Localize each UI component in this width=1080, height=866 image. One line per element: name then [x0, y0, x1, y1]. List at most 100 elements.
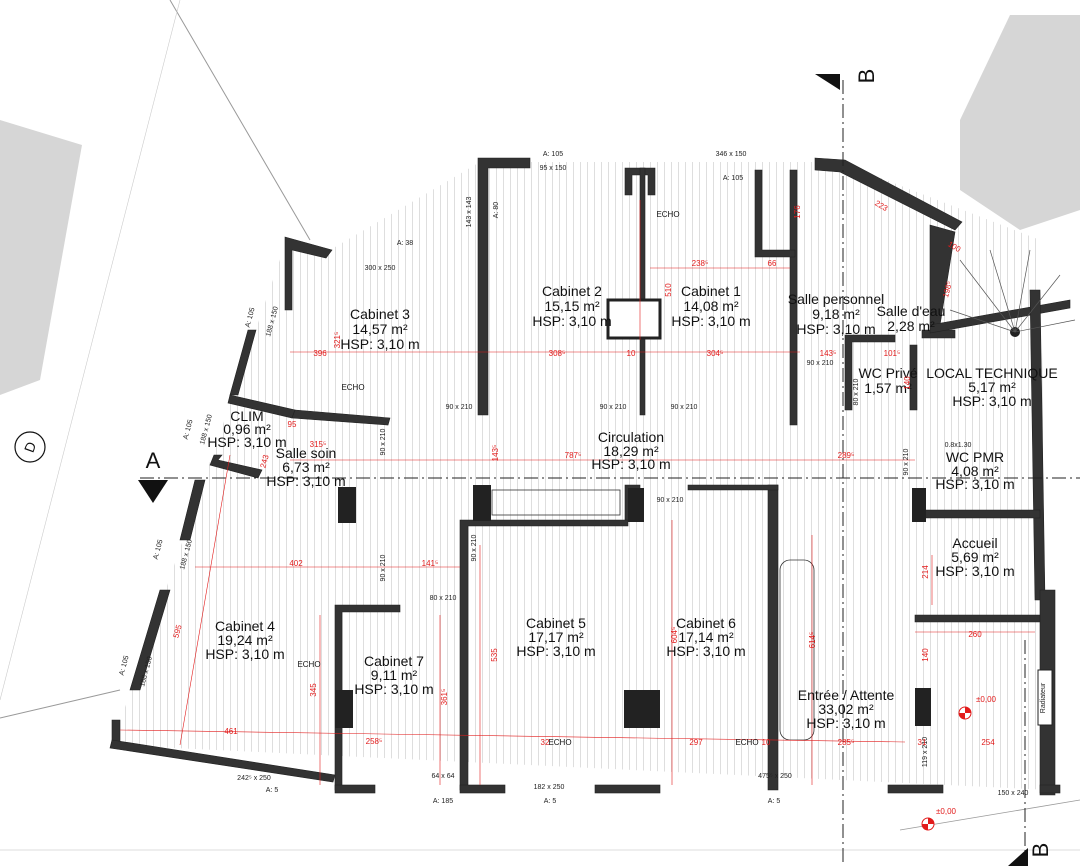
room-height: HSP: 3,10 m: [806, 715, 885, 731]
opening-label: 90 x 210: [380, 428, 387, 455]
opening-label: 182 x 250: [534, 784, 565, 791]
room-name: Salle personnel: [788, 291, 885, 307]
opening-label: A: 105: [119, 655, 131, 676]
room-name: LOCAL TECHNIQUE: [926, 365, 1057, 381]
room-height: HSP: 3,10 m: [354, 681, 433, 697]
dimension-label: 143⁵: [820, 349, 837, 358]
dimension-label: 535: [490, 648, 499, 662]
room-entree-attente: Entrée / Attente 33,02 m² HSP: 3,10 m: [798, 687, 895, 731]
dimension-label: 141⁵: [422, 559, 439, 568]
dimension-label: 31: [918, 738, 927, 747]
room-cabinet-2: Cabinet 2 15,15 m² HSP: 3,10 m: [532, 283, 611, 329]
opening-label: 95 x 150: [540, 165, 567, 172]
opening-label: 90 x 210: [807, 360, 834, 367]
opening-label: 80 x 210: [430, 595, 457, 602]
room-accueil: Accueil 5,69 m² HSP: 3,10 m: [935, 535, 1014, 579]
opening-label: A: 105: [543, 151, 563, 158]
dimension-label: 396: [313, 349, 327, 358]
room-area: 17,17 m²: [528, 629, 584, 645]
room-cabinet-1: Cabinet 1 14,08 m² HSP: 3,10 m: [671, 283, 750, 329]
room-name: Cabinet 2: [542, 283, 602, 299]
room-height: HSP: 3,10 m: [207, 434, 286, 450]
room-height: HSP: 3,10 m: [671, 313, 750, 329]
opening-label: A: 5: [768, 798, 781, 805]
echo-label: ECHO: [341, 383, 364, 392]
room-area: 33,02 m²: [818, 701, 874, 717]
room-area: 19,24 m²: [217, 632, 273, 648]
floor-surface: [112, 162, 1050, 790]
room-height: HSP: 3,10 m: [666, 643, 745, 659]
echo-label: ECHO: [548, 738, 571, 747]
room-area: 5,17 m²: [968, 379, 1016, 395]
dimension-label: 297: [689, 738, 703, 747]
room-cabinet-6: Cabinet 6 17,14 m² HSP: 3,10 m: [666, 615, 745, 659]
room-salle-personnel: Salle personnel 9,18 m² HSP: 3,10 m: [788, 291, 885, 337]
room-height: HSP: 3,10 m: [591, 456, 670, 472]
room-cabinet-4: Cabinet 4 19,24 m² HSP: 3,10 m: [205, 618, 284, 662]
room-height: HSP: 3,10 m: [205, 646, 284, 662]
room-name: Cabinet 7: [364, 653, 424, 669]
dimension-label: 243: [259, 453, 271, 469]
room-area: 14,57 m²: [352, 321, 408, 337]
opening-label: 300 x 250: [365, 265, 396, 272]
room-area: 1,57 m²: [864, 380, 912, 396]
room-area: 14,08 m²: [683, 298, 739, 314]
room-local-technique: LOCAL TECHNIQUE 5,17 m² HSP: 3,10 m: [926, 365, 1057, 409]
room-name: Accueil: [952, 535, 997, 551]
room-name: Cabinet 4: [215, 618, 275, 634]
dimension-label: 285⁵: [838, 738, 855, 747]
dimension-label: 289⁵: [838, 451, 855, 460]
dimension-label: 308⁵: [549, 349, 566, 358]
dimension-label: 258⁵: [366, 737, 383, 746]
room-height: HSP: 3,10 m: [796, 321, 875, 337]
opening-label: 119 x 210: [922, 737, 929, 767]
dimension-label: 10: [762, 738, 771, 747]
room-circulation: Circulation 18,29 m² HSP: 3,10 m: [591, 429, 670, 472]
opening-label: 90 x 210: [657, 497, 684, 504]
opening-label: A: 5: [266, 787, 279, 794]
room-area: 2,28 m²: [887, 318, 935, 334]
section-lines: [14, 74, 1080, 866]
level-label: ±0,00: [936, 807, 957, 816]
room-cabinet-7: Cabinet 7 9,11 m² HSP: 3,10 m: [354, 653, 433, 697]
room-height: HSP: 3,10 m: [952, 393, 1031, 409]
room-name: Salle soin: [276, 445, 337, 461]
room-height: HSP: 3,10 m: [532, 313, 611, 329]
opening-label: 90 x 210: [671, 404, 698, 411]
dimension-label: 214: [921, 565, 930, 579]
room-name: WC PMR: [946, 449, 1004, 465]
dimension-label: 254: [981, 738, 995, 747]
opening-label: 90 x 210: [600, 404, 627, 411]
room-cabinet-3: Cabinet 3 14,57 m² HSP: 3,10 m: [340, 306, 419, 352]
room-area: 18,29 m²: [603, 443, 659, 459]
room-name: Entrée / Attente: [798, 687, 895, 703]
dimension-labels: 321⁵ 396 308⁵ 10 304⁵ 238⁵ 66 510 176 22…: [172, 199, 996, 747]
opening-label: A: 105: [245, 307, 257, 328]
dimension-label: 787⁵: [565, 451, 582, 460]
room-name: Cabinet 1: [681, 283, 741, 299]
section-b-label-bottom: B: [1028, 843, 1053, 858]
room-cabinet-5: Cabinet 5 17,17 m² HSP: 3,10 m: [516, 615, 595, 659]
room-area: 17,14 m²: [678, 629, 734, 645]
dimension-label: 260: [968, 630, 982, 639]
dimension-label: 345: [309, 683, 318, 697]
stair: [949, 249, 1076, 337]
echo-label: ECHO: [735, 738, 758, 747]
section-a-label: A: [146, 448, 161, 473]
echo-label: ECHO: [297, 660, 320, 669]
room-height: HSP: 3,10 m: [340, 336, 419, 352]
dimension-label: 604⁵: [670, 627, 679, 644]
opening-label: A: 105: [183, 419, 195, 440]
room-area: 15,15 m²: [544, 298, 600, 314]
section-d-label: D: [21, 440, 39, 455]
room-salle-soin: Salle soin 6,73 m² HSP: 3,10 m: [266, 445, 345, 489]
dimension-label: 361⁵: [440, 689, 449, 706]
room-height: HSP: 3,10 m: [516, 643, 595, 659]
dimension-label: 304⁵: [707, 349, 724, 358]
room-wc-pmr: WC PMR 4,08 m² HSP: 3,10 m: [935, 449, 1014, 492]
opening-label: 90 x 210: [471, 534, 478, 561]
opening-label: 150 x 240: [998, 790, 1029, 797]
dimension-label: 461: [224, 727, 238, 736]
echo-label: ECHO: [656, 210, 679, 219]
